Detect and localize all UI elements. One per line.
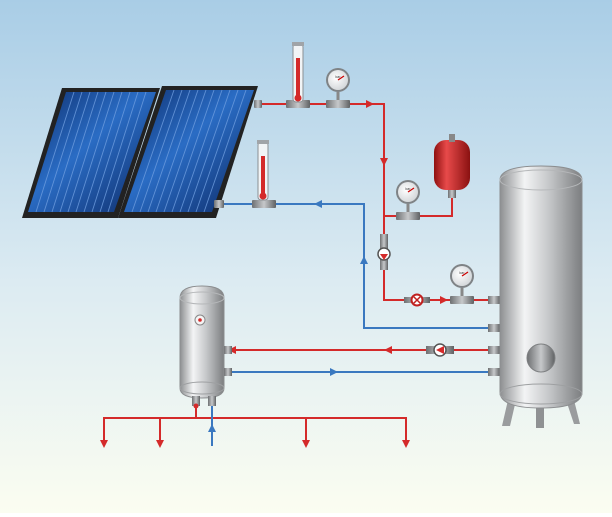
gauge-unit-label: bar [459,271,465,275]
solar-collector-panel-left [22,88,160,218]
thermometer [257,140,269,201]
circulation-pump [426,343,454,357]
hot-pipe-network [103,103,494,442]
pressure-gauge: bar [326,68,350,100]
valve [404,293,430,307]
pressure-gauge: bar [396,180,420,212]
gauge-unit-label: bar [335,75,341,79]
pressure-gauge: bar [450,264,474,296]
flow-arrows [100,100,448,448]
gauge-unit-label: bar [405,187,411,191]
expansion-vessel [434,134,470,198]
boiler-heater [179,285,232,409]
tank-connections [488,296,500,376]
pipe-fitting [214,100,474,304]
solar-collector-panel-right [118,86,258,218]
circulation-pump [377,234,391,270]
thermometer [292,42,304,103]
storage-tank [499,165,583,428]
